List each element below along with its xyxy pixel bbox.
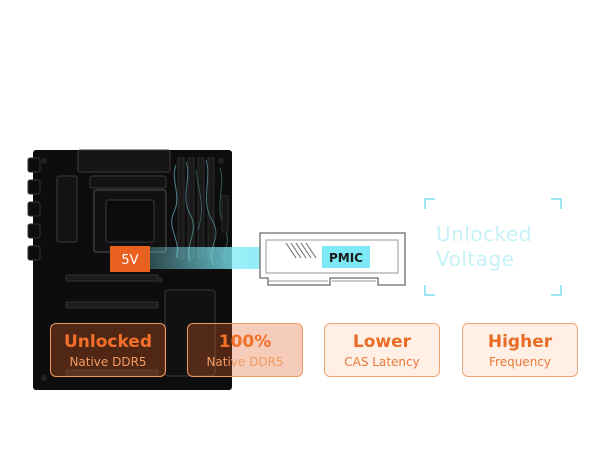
feature-card-native: 100% Native DDR5 — [187, 323, 303, 377]
frame-corner — [551, 198, 562, 209]
feature-card-latency: Lower CAS Latency — [324, 323, 440, 377]
feature-title: Lower — [352, 332, 412, 352]
feature-card-frequency: Higher Frequency — [462, 323, 578, 377]
pmic-chip-label: PMIC — [329, 251, 363, 265]
feature-subtitle: Native DDR5 — [69, 355, 147, 369]
feature-card-unlocked: Unlocked Native DDR5 — [50, 323, 166, 377]
pmic-chip: PMIC — [322, 246, 370, 268]
frame-corner — [551, 285, 562, 296]
frame-corner — [424, 198, 435, 209]
unlocked-voltage-text: Unlocked Voltage — [436, 222, 532, 272]
voltage-badge-label: 5V — [121, 253, 138, 268]
unlocked-voltage-frame: Unlocked Voltage — [424, 198, 562, 296]
feature-subtitle: Native DDR5 — [206, 355, 284, 369]
voltage-line-2: Voltage — [436, 247, 515, 271]
feature-title: Higher — [487, 332, 553, 352]
voltage-badge-5v: 5V — [110, 246, 150, 272]
voltage-line-1: Unlocked — [436, 222, 532, 246]
feature-title: Unlocked — [63, 332, 153, 352]
feature-subtitle: Frequency — [489, 355, 551, 369]
feature-subtitle: CAS Latency — [344, 355, 420, 369]
feature-title: 100% — [218, 332, 272, 352]
frame-corner — [424, 285, 435, 296]
